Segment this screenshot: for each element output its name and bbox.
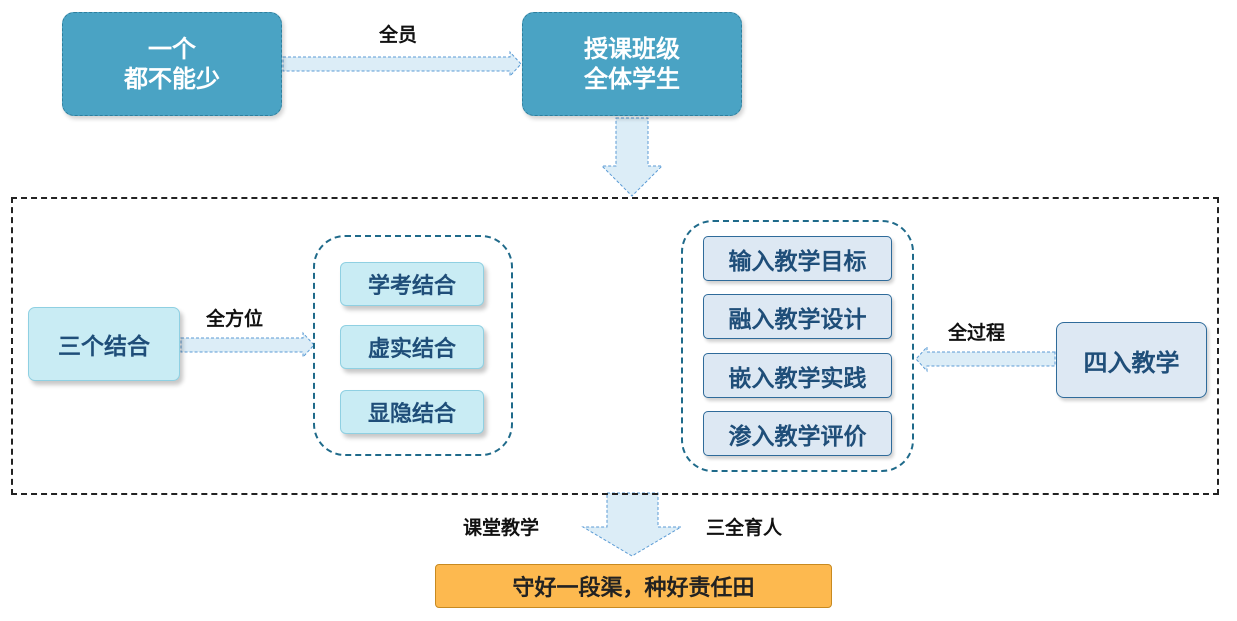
arrow-down-bottom xyxy=(581,492,683,557)
item-explicit-implicit-combination: 显隐结合 xyxy=(340,390,484,434)
label-three-wholes: 三全育人 xyxy=(706,517,783,539)
item-virtual-real-combination: 虚实结合 xyxy=(340,325,484,369)
box-four-entries-teaching: 四入教学 xyxy=(1056,322,1207,398)
box-three-combinations: 三个结合 xyxy=(28,307,180,381)
label-all-staff: 全员 xyxy=(379,24,418,46)
arrow-right-group xyxy=(915,345,1056,373)
arrow-down-top xyxy=(600,117,664,197)
label-whole-process: 全过程 xyxy=(948,322,1006,344)
label-all-directions: 全方位 xyxy=(206,308,264,330)
item-integrate-design: 融入教学设计 xyxy=(703,294,892,339)
group-combinations xyxy=(313,235,513,456)
item-exam-combination: 学考结合 xyxy=(340,262,484,306)
box-all-students-line2: 全体学生 xyxy=(584,65,680,93)
item-permeate-evaluation: 渗入教学评价 xyxy=(703,411,892,456)
arrow-left-group xyxy=(180,331,315,359)
box-every-one-line2: 都不能少 xyxy=(124,65,220,93)
item-embed-practice: 嵌入教学实践 xyxy=(703,353,892,398)
result-box: 守好一段渠，种好责任田 xyxy=(435,564,832,608)
label-classroom-teaching: 课堂教学 xyxy=(463,517,540,539)
box-every-one: 一个 都不能少 xyxy=(62,12,282,116)
box-all-students: 授课班级 全体学生 xyxy=(522,12,742,116)
box-every-one-line1: 一个 xyxy=(148,35,196,63)
box-all-students-line1: 授课班级 xyxy=(584,35,680,63)
arrow-top-right xyxy=(282,50,522,78)
main-dashed-frame xyxy=(11,197,1219,495)
group-four-entries xyxy=(681,220,914,472)
item-input-objectives: 输入教学目标 xyxy=(703,236,892,281)
